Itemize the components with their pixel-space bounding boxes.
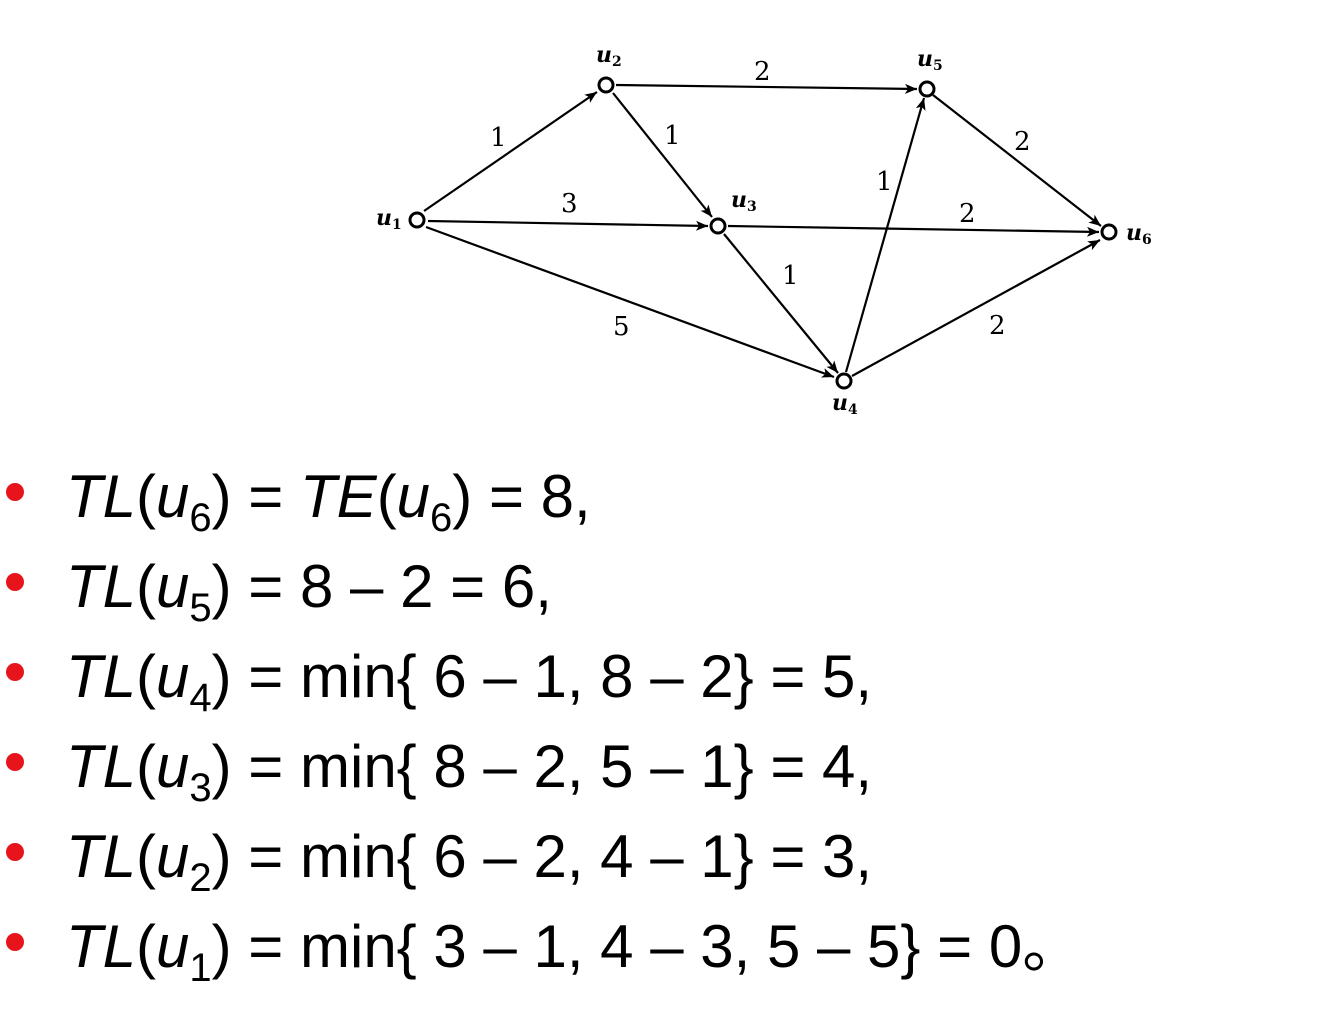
edge-u3-u6 <box>727 224 1100 237</box>
weight-u3-u6: 2 <box>959 199 976 229</box>
weight-u4-u6: 2 <box>989 311 1006 341</box>
bullet-icon <box>6 663 24 681</box>
edge-u4-u5 <box>844 97 926 373</box>
node-label-u2: u2 <box>596 42 622 70</box>
edge-u5-u6 <box>932 94 1102 227</box>
bullet-icon <box>6 933 24 951</box>
edge-u1-u2 <box>423 91 598 212</box>
equation: TL(u1) = min{ 3 – 1, 4 – 3, 5 – 5} = 0。 <box>66 913 1083 990</box>
bullet-icon <box>6 843 24 861</box>
node-label-u5: u5 <box>917 46 943 74</box>
equation: TL(u5) = 8 – 2 = 6, <box>66 553 552 630</box>
node-label-u3: u3 <box>731 187 757 215</box>
bullet-icon <box>6 483 24 501</box>
weight-u3-u4: 1 <box>782 261 799 291</box>
weight-u2-u3: 1 <box>664 121 681 151</box>
edge-u1-u4 <box>425 225 835 379</box>
weight-u1-u3: 3 <box>561 189 578 219</box>
equation: TL(u2) = min{ 6 – 2, 4 – 1} = 3, <box>66 823 873 900</box>
weight-u2-u5: 2 <box>754 57 771 87</box>
equation: TL(u6) = TE(u6) = 8, <box>66 463 591 540</box>
edge-u2-u3 <box>612 92 713 218</box>
node-u4 <box>835 372 853 390</box>
node-u2 <box>597 76 615 94</box>
edge-u2-u5 <box>615 83 918 94</box>
edge-u4-u6 <box>851 239 1101 377</box>
node-u3 <box>709 217 727 235</box>
weight-u5-u6: 2 <box>1014 127 1031 157</box>
node-u6 <box>1100 223 1118 241</box>
bullet-icon <box>6 573 24 591</box>
edge-u3-u4 <box>723 233 839 374</box>
equation: TL(u3) = min{ 8 – 2, 5 – 1} = 4, <box>66 733 873 810</box>
node-label-u6: u6 <box>1126 220 1152 248</box>
node-label-u1: u1 <box>376 205 402 233</box>
weight-u1-u2: 1 <box>490 123 507 153</box>
equation: TL(u4) = min{ 6 – 1, 8 – 2} = 5, <box>66 643 873 720</box>
node-u1 <box>408 211 426 229</box>
weight-u1-u4: 5 <box>613 312 630 342</box>
edge-u1-u3 <box>427 219 709 231</box>
node-label-u4: u4 <box>832 390 858 418</box>
bullet-icon <box>6 753 24 771</box>
network-diagram: 1 3 5 2 1 2 1 1 2 2 u1 u2 u3 u4 u5 u6 <box>376 42 1152 418</box>
node-u5 <box>918 80 936 98</box>
weight-u4-u5: 1 <box>876 167 893 197</box>
